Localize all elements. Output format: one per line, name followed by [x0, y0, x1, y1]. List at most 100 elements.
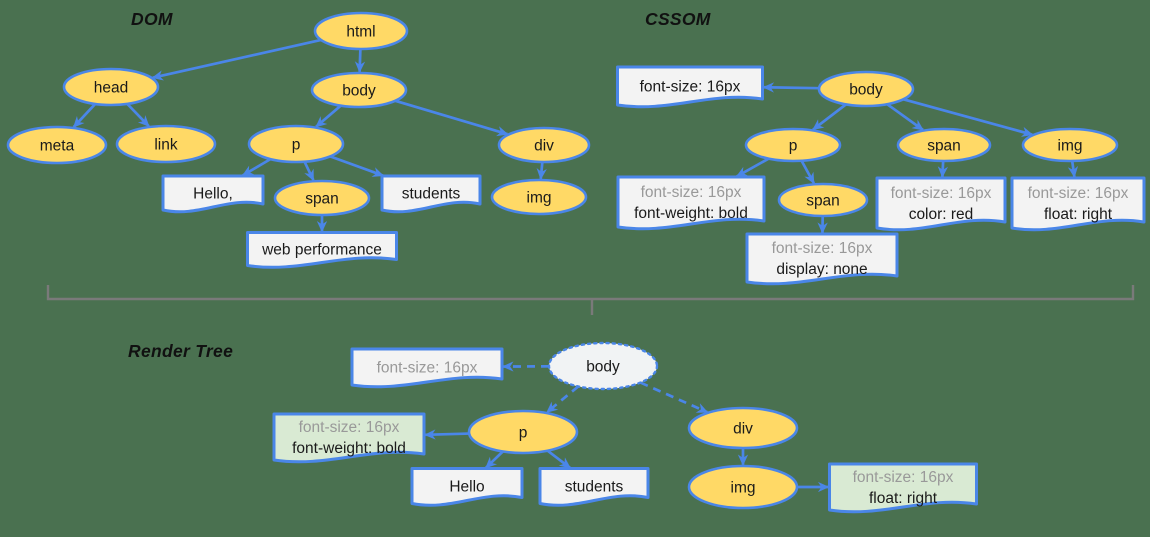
edge-cssom-body-cssom-img [903, 97, 1034, 137]
edge-dom-html-dom-head [151, 38, 322, 81]
render-style-root-shape [350, 347, 504, 389]
dom-html-shape [313, 11, 409, 51]
dom-html-label: html [346, 24, 375, 41]
cssom-span: span [896, 127, 992, 163]
dom-link-label: link [154, 137, 178, 154]
render-img-label: img [731, 480, 756, 497]
dom-p-shape [247, 124, 345, 164]
cssom-span2-label: span [806, 193, 840, 210]
render-text-hello-shape [410, 467, 524, 507]
dom-text-students-line-0: students [402, 186, 461, 203]
render-style-img-line-1: float: right [869, 490, 938, 507]
cssom-style-p-line-1: font-weight: bold [634, 205, 748, 222]
cssom-style-span2: font-size: 16px display: none [745, 232, 899, 286]
cssom-style-span-line-0: font-size: 16px [891, 185, 992, 202]
cssom-body: body [817, 70, 915, 108]
dom-span-label: span [305, 191, 339, 208]
render-body-label: body [586, 359, 620, 376]
edge-dom-body-dom-p [315, 104, 342, 128]
edge-dom-head-dom-meta [72, 103, 97, 129]
dom-body: body [310, 71, 408, 109]
section-title-render-tree: Render Tree [128, 341, 233, 361]
cssom-style-body-shape [616, 65, 764, 109]
dom-text-webperf: web performance [246, 231, 398, 269]
render-style-img-line-0: font-size: 16px [853, 469, 954, 486]
edge-dom-head-dom-link [126, 102, 150, 128]
cssom-span2-shape [777, 182, 869, 218]
render-style-img-shape [828, 462, 978, 514]
cssom-style-img-shape [1010, 176, 1146, 232]
cssom-img-shape [1021, 127, 1119, 163]
cssom-style-img-line-0: font-size: 16px [1028, 185, 1129, 202]
dom-meta-label: meta [40, 138, 75, 155]
merge-bracket [46, 285, 1135, 315]
dom-text-hello-line-0: Hello, [193, 186, 233, 203]
dom-text-students-shape [380, 174, 482, 214]
render-style-root-line-0: font-size: 16px [377, 360, 478, 377]
cssom-span2: span [777, 182, 869, 218]
render-text-students: students [538, 467, 650, 507]
render-text-students-shape [538, 467, 650, 507]
cssom-style-span2-line-1: display: none [776, 261, 867, 278]
dom-text-webperf-line-0: web performance [261, 242, 382, 259]
dom-text-students: students [380, 174, 482, 214]
render-style-p-line-1: font-weight: bold [292, 440, 406, 457]
dom-link-shape [115, 124, 217, 164]
edge-render-p-render-text-students [546, 449, 571, 469]
cssom-style-p-line-0: font-size: 16px [641, 184, 742, 201]
dom-meta-shape [6, 125, 108, 165]
dom-text-hello-shape [161, 174, 265, 214]
edge-dom-body-dom-div [394, 99, 509, 137]
edge-render-p-render-text-hello [485, 450, 504, 469]
edge-render-body-render-p [546, 385, 580, 414]
render-img: img [687, 464, 799, 510]
cssom-style-span2-shape [745, 232, 899, 286]
dom-body-label: body [342, 83, 376, 100]
cssom-img: img [1021, 127, 1119, 163]
render-text-students-line-0: students [565, 479, 624, 496]
dom-head-shape [62, 67, 160, 107]
render-text-hello-line-0: Hello [449, 479, 484, 496]
edge-cssom-p-cssom-style-p [735, 157, 770, 178]
dom-div-label: div [534, 138, 554, 155]
cssom-style-p: font-size: 16px font-weight: bold [616, 175, 766, 231]
dom-div-shape [497, 126, 591, 164]
cssom-style-body-line-0: font-size: 16px [640, 79, 741, 96]
dom-link: link [115, 124, 217, 164]
dom-head-label: head [94, 80, 128, 97]
render-p-label: p [519, 425, 528, 442]
cssom-style-span2-line-0: font-size: 16px [772, 240, 873, 257]
dom-div: div [497, 126, 591, 164]
section-title-dom: DOM [131, 9, 173, 29]
render-style-p-line-0: font-size: 16px [299, 419, 400, 436]
edge-render-body-render-div [639, 381, 709, 414]
render-p-shape [467, 409, 579, 455]
edge-dom-html-dom-body [354, 48, 366, 73]
dom-img-label: img [527, 190, 552, 207]
cssom-style-img-line-1: float: right [1044, 206, 1113, 223]
dom-img-shape [490, 178, 588, 216]
edge-dom-p-dom-span [303, 161, 315, 182]
cssom-style-p-shape [616, 175, 766, 231]
dom-img: img [490, 178, 588, 216]
dom-text-webperf-shape [246, 231, 398, 269]
cssom-span-shape [896, 127, 992, 163]
cssom-p-shape [744, 127, 842, 163]
render-style-p: font-size: 16px font-weight: bold [272, 412, 426, 464]
dom-span: span [273, 179, 371, 217]
dom-html: html [313, 11, 409, 51]
dom-p-label: p [292, 137, 301, 154]
cssom-style-span-shape [875, 176, 1007, 232]
dom-p: p [247, 124, 345, 164]
cssom-span-label: span [927, 138, 961, 155]
edge-dom-p-dom-text-students [329, 155, 385, 177]
edge-cssom-img-cssom-style-img [1067, 160, 1079, 178]
dom-body-shape [310, 71, 408, 109]
edge-cssom-body-cssom-span [886, 103, 924, 131]
edge-cssom-p-cssom-span2 [800, 160, 816, 185]
render-text-hello: Hello [410, 467, 524, 507]
edge-cssom-body-cssom-p [812, 103, 847, 131]
cssom-body-label: body [849, 82, 883, 99]
cssom-p: p [744, 127, 842, 163]
